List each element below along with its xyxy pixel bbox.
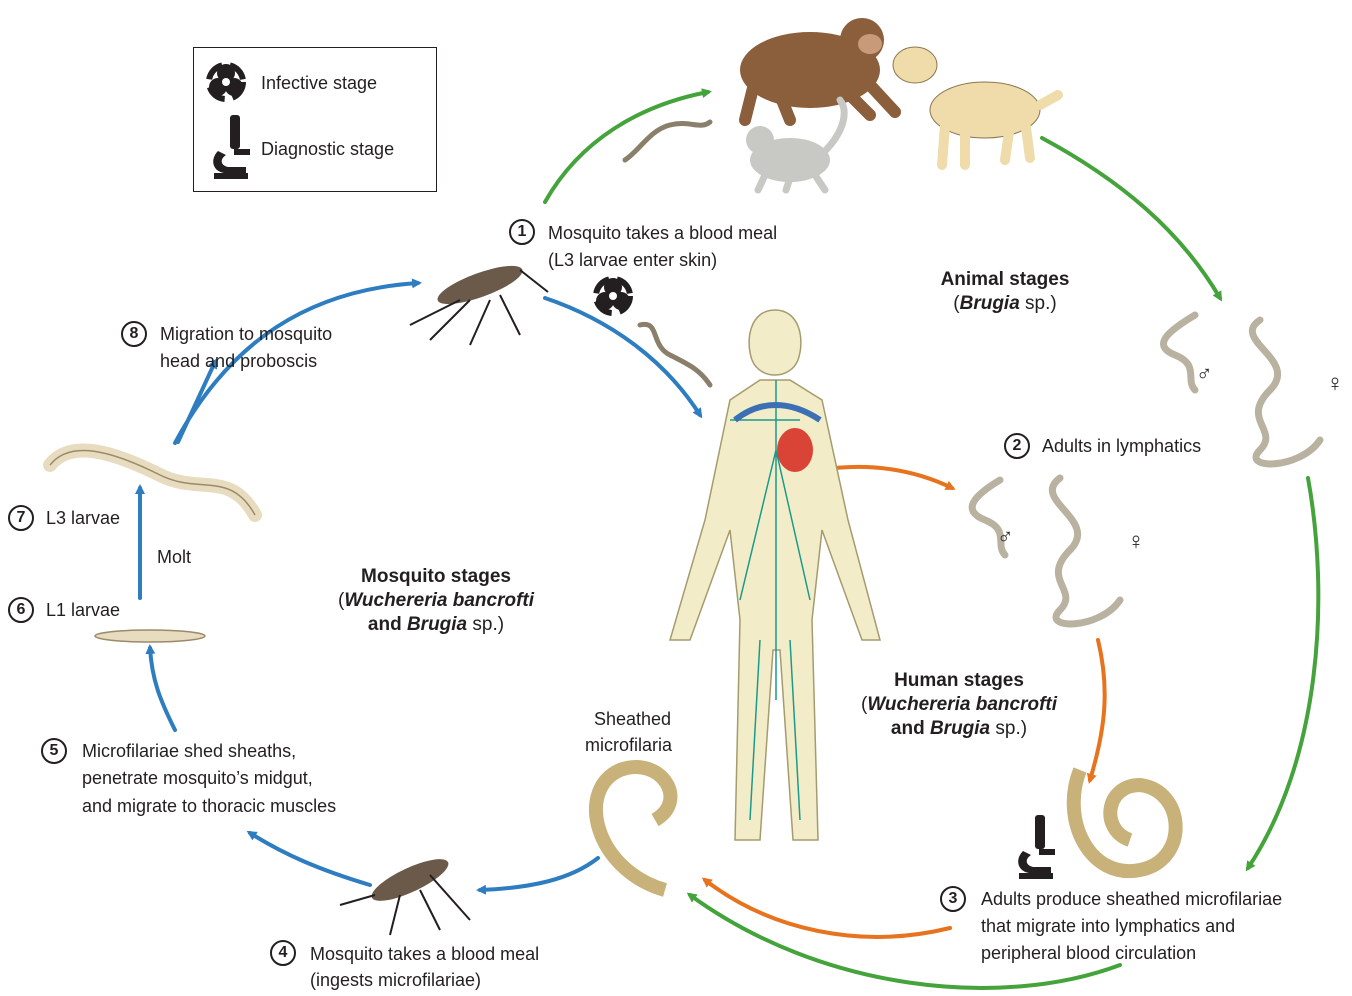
step-5-number: 5: [41, 738, 67, 764]
sheathed-label-line2: microfilaria: [585, 734, 672, 757]
arrow-7-to-8: [178, 362, 215, 442]
molt-label: Molt: [157, 546, 191, 569]
monkey-illustration: [740, 18, 895, 120]
l3-worm-human: [640, 324, 710, 385]
mosquito-bottom-illustration: [340, 851, 470, 935]
step-3-line2: that migrate into lymphatics and: [981, 915, 1235, 938]
step-2-line1: Adults in lymphatics: [1042, 435, 1201, 458]
human-body-illustration: [670, 310, 880, 840]
mosquito-stages-heading: Mosquito stages (Wuchereria bancrofti an…: [320, 565, 552, 637]
step-5-line2: penetrate mosquito’s midgut,: [82, 767, 313, 790]
step-8-line2: head and proboscis: [160, 350, 317, 373]
l3-worm-animal: [625, 122, 710, 160]
biohazard-icon: [596, 278, 630, 313]
step-8-number: 8: [121, 321, 147, 347]
step-5-line1: Microfilariae shed sheaths,: [82, 740, 296, 763]
step-4-line2: (ingests microfilariae): [310, 969, 481, 992]
microscope-icon: [1018, 815, 1055, 879]
l1-larva-illustration: [95, 630, 205, 642]
step-1-line1: Mosquito takes a blood meal: [548, 222, 777, 245]
step-7-line1: L3 larvae: [46, 507, 120, 530]
arrow-5-to-6: [150, 648, 175, 730]
arrow-4-to-5: [250, 833, 370, 885]
step-3-line1: Adults produce sheathed microfilariae: [981, 888, 1282, 911]
sheathed-microfilaria-illustration: [596, 767, 670, 890]
male-symbol-animal: ♂: [1196, 362, 1213, 385]
step-3-number: 3: [940, 886, 966, 912]
step-1-line2: (L3 larvae enter skin): [548, 249, 717, 272]
adult-worms-human: [972, 478, 1120, 624]
l3-larva-illustration: [50, 451, 255, 515]
female-symbol-human: ♀: [1127, 530, 1145, 553]
arrow-1-to-animals: [545, 92, 708, 202]
arrow-adults-to-3: [1248, 478, 1318, 868]
legend-infective-label: Infective stage: [261, 72, 377, 95]
step-7-number: 7: [8, 505, 34, 531]
step-2-number: 2: [1004, 433, 1030, 459]
step-5-line3: and migrate to thoracic muscles: [82, 795, 336, 818]
cat-illustration: [746, 100, 844, 190]
legend-diagnostic-label: Diagnostic stage: [261, 138, 394, 161]
step-6-line1: L1 larvae: [46, 599, 120, 622]
dog-illustration: [893, 47, 1058, 165]
step-3-line3: peripheral blood circulation: [981, 942, 1196, 965]
step-4-number: 4: [270, 940, 296, 966]
step-4-line1: Mosquito takes a blood meal: [310, 943, 539, 966]
step-1-number: 1: [509, 219, 535, 245]
male-symbol-human: ♂: [997, 525, 1014, 548]
female-symbol-animal: ♀: [1326, 372, 1344, 395]
animal-stages-heading: Animal stages (Brugia sp.): [926, 268, 1084, 316]
legend-box: [193, 47, 437, 192]
arrow-sheathed-to-4: [480, 858, 598, 890]
sheathed-label-line1: Sheathed: [594, 708, 671, 731]
step-6-number: 6: [8, 597, 34, 623]
arrow-adults-to-microfilariae: [1090, 640, 1105, 780]
human-stages-heading: Human stages (Wuchereria bancrofti and B…: [845, 669, 1073, 741]
microfilaria-diagnostic-illustration: [1074, 770, 1176, 871]
step-8-line1: Migration to mosquito: [160, 323, 332, 346]
mosquito-top-illustration: [410, 258, 548, 345]
